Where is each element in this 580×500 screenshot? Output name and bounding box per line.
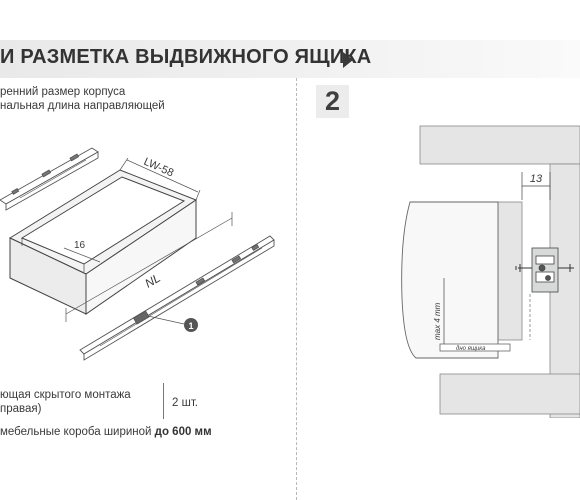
page-title: И РАЗМЕТКА ВЫДВИЖНОГО ЯЩИКА <box>0 46 372 68</box>
drawer-box <box>8 169 198 315</box>
drawer-side <box>497 201 523 341</box>
slide-mechanism <box>531 247 559 293</box>
drawer-diagram: LW-58 16 NL 1 <box>0 147 275 361</box>
header-band: И РАЗМЕТКА ВЫДВИЖНОГО ЯЩИКА <box>0 40 580 78</box>
callout-marker <box>184 318 198 332</box>
max-gap-label: max 4 mm <box>433 302 442 340</box>
callout-leader <box>147 315 185 325</box>
slide-rail-right <box>79 235 275 361</box>
nl-dimension <box>65 212 233 322</box>
part-name: ющая скрытого монтажа правая) <box>0 388 131 416</box>
legend-line-2: нальная длина направляющей <box>0 100 165 112</box>
nl-label: NL <box>143 271 163 291</box>
drawer-bottom-board <box>439 343 511 352</box>
screw-icon-right <box>558 264 574 272</box>
usage-note-emphasis: до 600 мм <box>154 426 212 438</box>
usage-note-text: мебельные короба шириной <box>0 426 155 438</box>
callout-number: 1 <box>188 321 193 331</box>
legend-line-1: ренний размер корпуса <box>0 86 126 98</box>
side-offset-dimension <box>63 247 101 263</box>
lw-label: LW-58 <box>142 156 176 180</box>
gap-label: 13 <box>530 173 543 185</box>
cabinet-top-panel <box>419 125 580 165</box>
step-number-badge: 2 <box>316 85 349 118</box>
column-divider <box>296 78 297 500</box>
drawer-front <box>401 201 499 359</box>
section-diagram: дно ящика 13 max 4 mm <box>401 125 580 418</box>
arrow-right-icon <box>343 52 353 68</box>
parts-separator <box>163 383 164 419</box>
screw-icon <box>515 264 532 272</box>
cabinet-bottom-panel <box>439 373 580 415</box>
part-name-line-2: правая) <box>0 403 42 415</box>
usage-note: мебельные короба шириной до 600 мм <box>0 426 212 438</box>
lw-dimension <box>119 157 201 201</box>
part-name-line-1: ющая скрытого монтажа <box>0 389 131 401</box>
drawer-bottom-label: дно ящика <box>456 346 486 352</box>
gap-dimension <box>521 172 551 200</box>
slide-rail-left <box>0 147 99 211</box>
side-offset-label: 16 <box>74 240 86 251</box>
part-quantity: 2 шт. <box>172 397 199 409</box>
